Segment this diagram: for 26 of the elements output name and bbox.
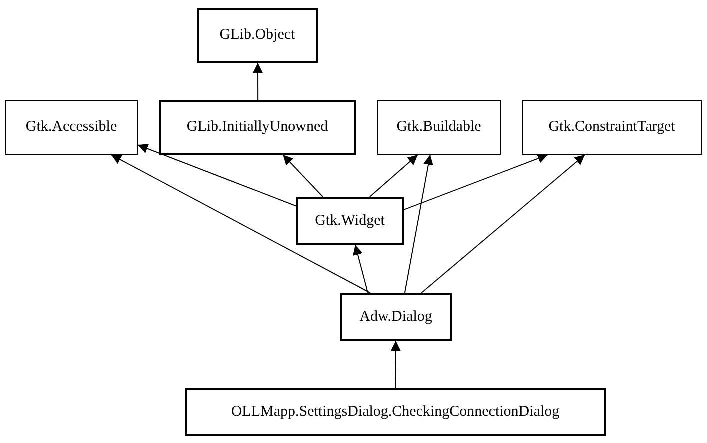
arrow — [282, 154, 324, 198]
class-name: Gtk.ConstraintTarget — [548, 119, 676, 136]
arrow — [404, 154, 548, 210]
arrow — [353, 244, 368, 294]
class-name: GLib.Object — [220, 27, 296, 44]
class-box — [5, 100, 138, 155]
class-name: Gtk.Buildable — [396, 119, 482, 136]
arrow — [404, 154, 434, 294]
class-name: Gtk.Widget — [315, 212, 385, 230]
class-box — [159, 100, 356, 155]
arrow — [390, 340, 401, 388]
class-box — [340, 293, 452, 341]
class-box — [185, 388, 606, 436]
class-box — [377, 100, 501, 155]
class-box — [296, 197, 404, 245]
class-name: Gtk.Accessible — [26, 119, 118, 136]
class-name: GLib.InitiallyUnowned — [186, 119, 328, 136]
arrow — [110, 154, 371, 294]
arrow — [369, 154, 418, 198]
arrow — [138, 144, 296, 207]
arrow — [421, 154, 586, 294]
class-box — [197, 8, 318, 63]
class-name: Adw.Dialog — [360, 308, 432, 326]
class-name: OLLMapp.SettingsDialog.CheckingConnectionDialog — [231, 404, 560, 420]
arrow — [253, 62, 264, 100]
class-box — [522, 100, 702, 155]
